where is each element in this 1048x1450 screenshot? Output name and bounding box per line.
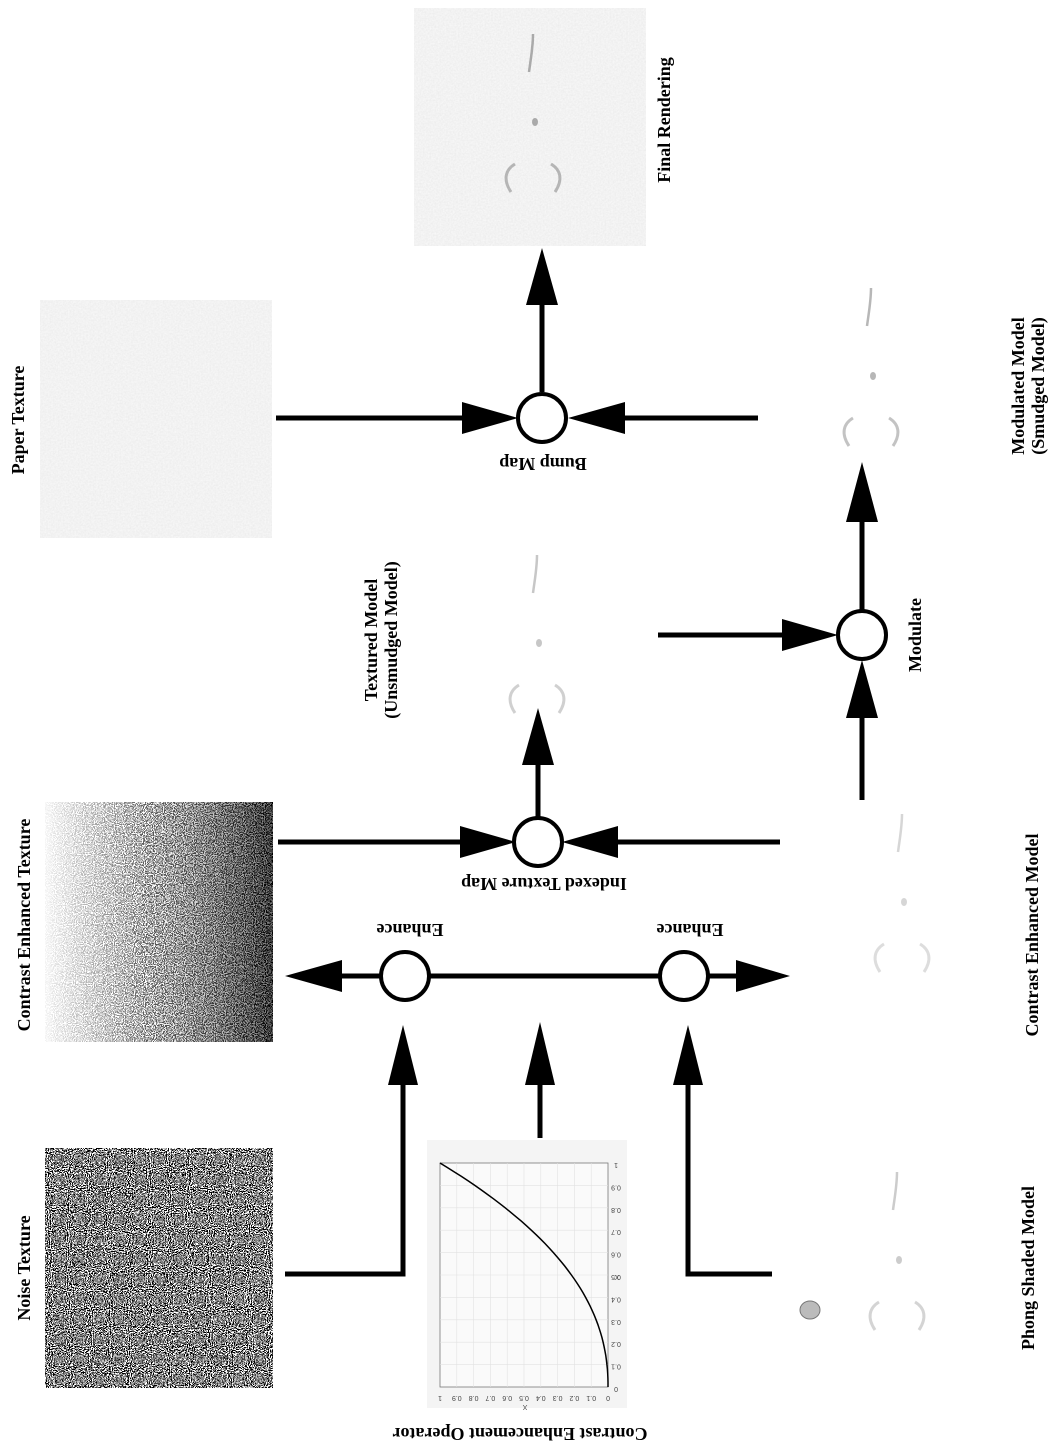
plot-x-tick-label: 0.9 (611, 1183, 621, 1190)
arrowhead-indexmap-left (460, 826, 516, 858)
plot-y-tick-label: 0.5 (519, 1394, 529, 1401)
enhance-node-top (379, 950, 431, 1002)
arrowhead-to-textured-model (522, 708, 554, 765)
connector-noise-to-enhance (285, 1060, 406, 1277)
plot-y-axis-label: X (522, 1403, 527, 1410)
plot-x-tick-label: 0.4 (611, 1295, 621, 1302)
plot-x-axis-label: X (614, 1273, 619, 1280)
label-modulated-model: Modulated Model (Smudged Model) (1008, 317, 1048, 455)
plot-x-tick-label: 0 (614, 1385, 618, 1392)
plot-x-tick-label: 0.7 (611, 1228, 621, 1235)
arrowhead-to-contrast-texture (285, 960, 342, 992)
contrast-enhancement-operator-plot: 0 0.1 0.2 0.3 0.4 0.5 0.6 0.7 0.8 0.9 1 0 0.1 0.2 0.3… (427, 1140, 627, 1410)
label-phong-shaded-model: Phong Shaded Model (1018, 1186, 1038, 1350)
enhancement-curve (439, 1162, 609, 1387)
plot-y-tick-label: 0 (606, 1394, 610, 1401)
plot-x-tick-label: 0.6 (611, 1251, 621, 1258)
modulate-node (836, 609, 888, 661)
operator-nodes (379, 392, 888, 1002)
arrowhead-into-modulate-left (782, 619, 838, 651)
label-enhance-bottom: Enhance (656, 920, 723, 940)
label-indexed-texture-map: Indexed Texture Map (461, 874, 627, 894)
arrowheads (285, 248, 878, 1085)
plot-x-tick-label: 0.1 (611, 1363, 621, 1370)
label-modulated-model-line2: (Smudged Model) (1028, 317, 1048, 455)
arrowhead-into-bump-right (568, 402, 625, 434)
plot-x-tick-label: 0.8 (611, 1206, 621, 1213)
indexed-texture-map-node (512, 816, 564, 868)
label-bump-map: Bump Map (499, 454, 587, 474)
plot-x-tick-label: 0.5 (611, 1273, 621, 1280)
plot-y-tick-label: 0.2 (569, 1394, 579, 1401)
bump-map-node (516, 392, 568, 444)
arrowhead-indexmap-right (562, 826, 618, 858)
plot-y-tick-label: 0.9 (452, 1394, 462, 1401)
plot-y-tick-label: 0.6 (502, 1394, 512, 1401)
plot-y-tick-label: 0.8 (469, 1394, 479, 1401)
plot-y-tick-label: 0.7 (485, 1394, 495, 1401)
arrowhead-into-bump-left (462, 402, 518, 434)
connector-phong-to-enhance (685, 1060, 772, 1277)
plot-x-tick-label: 0.3 (611, 1318, 621, 1325)
label-contrast-enhanced-model: Contrast Enhanced Model (1022, 833, 1042, 1036)
label-contrast-enhanced-texture: Contrast Enhanced Texture (14, 819, 34, 1032)
arrowhead-into-enhance-bottom (673, 1025, 703, 1085)
phong-shaded-model-image (799, 1164, 947, 1380)
plot-x-tick-label: 0.2 (611, 1340, 621, 1347)
noise-texture-image (45, 1148, 273, 1388)
plot-y-tick-label: 0.4 (536, 1394, 546, 1401)
connectors (276, 300, 865, 1277)
label-textured-model: Textured Model (Unsmudged Model) (361, 561, 402, 719)
contrast-enhanced-model-image (852, 806, 952, 1023)
plot-y-tick-label: 0.1 (586, 1394, 596, 1401)
plot-x-tick-label: 1 (614, 1161, 618, 1168)
label-textured-model-line2: (Unsmudged Model) (381, 561, 402, 719)
contrast-enhanced-texture-image (45, 802, 273, 1042)
label-noise-texture: Noise Texture (14, 1215, 34, 1320)
plot-y-tick-label: 1 (438, 1394, 442, 1401)
label-contrast-enhancement-operator: Contrast Enhancement Operator (393, 1424, 648, 1444)
label-modulate: Modulate (905, 598, 925, 672)
plot-y-tick-label: 0.3 (553, 1394, 563, 1401)
arrowhead-to-modulated-model (846, 462, 878, 522)
arrowhead-into-bus (525, 1022, 555, 1085)
arrowhead-into-modulate-bottom (846, 660, 878, 718)
label-enhance-top: Enhance (376, 920, 443, 940)
modulated-model-image (821, 280, 921, 497)
label-paper-texture: Paper Texture (8, 366, 28, 475)
label-textured-model-line1: Textured Model (361, 579, 381, 702)
arrowhead-to-contrast-model (736, 960, 790, 992)
label-final-rendering: Final Rendering (654, 57, 674, 183)
arrowhead-to-final (526, 248, 558, 305)
arrowhead-into-enhance-top (388, 1025, 418, 1085)
label-modulated-model-line1: Modulated Model (1008, 317, 1028, 455)
paper-texture-image (40, 300, 272, 538)
enhance-node-bottom (658, 950, 710, 1002)
final-rendering-background (414, 8, 646, 246)
